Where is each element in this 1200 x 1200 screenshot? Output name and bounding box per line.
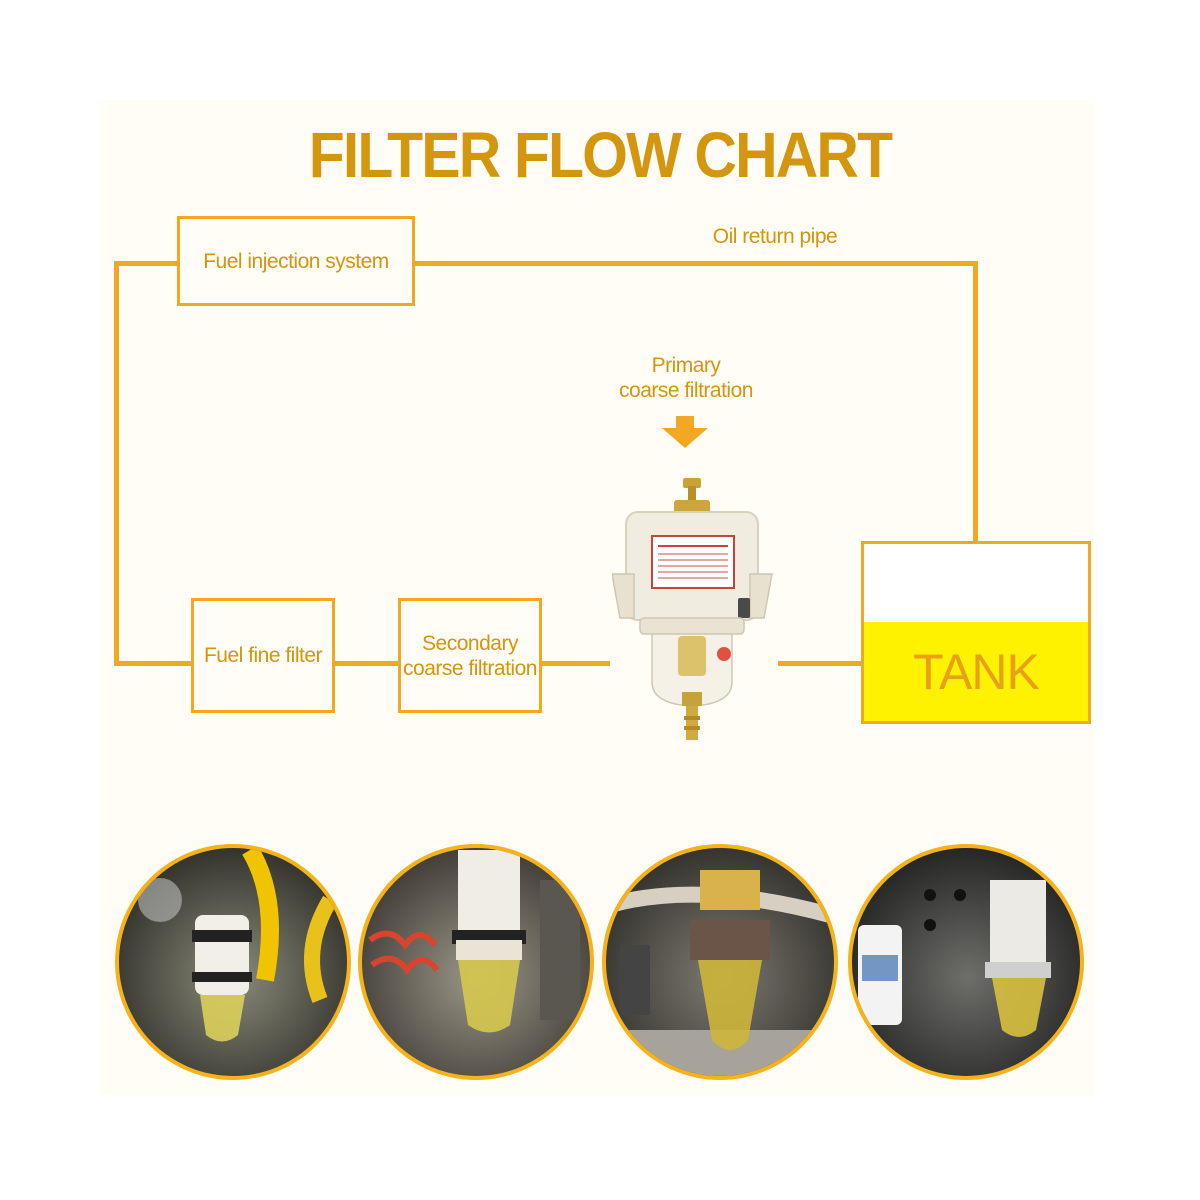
- primary-filtration-line-2: coarse filtration: [619, 379, 753, 402]
- node-secondary-coarse-filtration-label: Secondary coarse filtration: [403, 631, 537, 681]
- pipe-right-vertical: [973, 261, 978, 543]
- fuel-filter-product-image: [612, 478, 773, 740]
- node-fuel-fine-filter-label: Fuel fine filter: [203, 644, 323, 667]
- pipe-left-vertical: [114, 261, 119, 666]
- pipe-secondary-to-primary: [540, 661, 610, 666]
- primary-filtration-line-1: Primary: [651, 354, 721, 377]
- node-fuel-fine-filter: Fuel fine filter: [191, 598, 335, 713]
- node-fuel-injection-system-label: Fuel injection system: [203, 249, 389, 273]
- oil-return-pipe-label: Oil return pipe: [712, 225, 838, 248]
- pipe-fine-to-secondary: [333, 661, 400, 666]
- secondary-line-2: coarse filtration: [403, 656, 537, 680]
- down-arrow-icon: [662, 416, 708, 448]
- node-secondary-coarse-filtration: Secondary coarse filtration: [398, 598, 542, 713]
- primary-filtration-label: Primary coarse filtration: [600, 353, 772, 403]
- node-fuel-injection-system: Fuel injection system: [177, 216, 415, 306]
- secondary-line-1: Secondary: [422, 631, 518, 655]
- pipe-top-left: [114, 261, 180, 266]
- pipe-primary-to-tank: [778, 661, 863, 666]
- tank-label: TANK: [913, 643, 1040, 700]
- pipe-top-return: [413, 261, 978, 266]
- node-tank: TANK: [861, 541, 1091, 724]
- page-title: FILTER FLOW CHART: [308, 119, 893, 191]
- pipe-bottom-left: [114, 661, 193, 666]
- tank-fuel-level: TANK: [864, 622, 1088, 721]
